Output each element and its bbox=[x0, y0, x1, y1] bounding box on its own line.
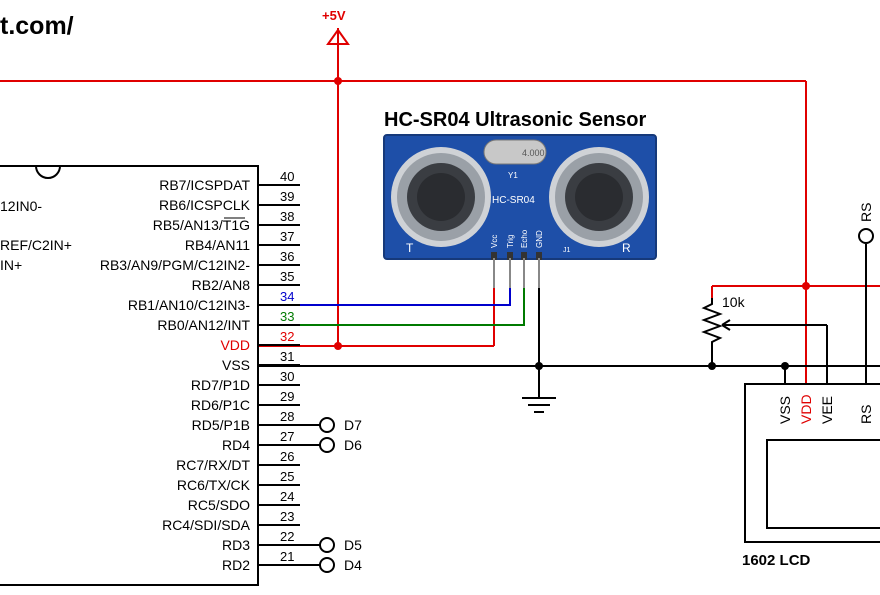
pot-label: 10k bbox=[722, 294, 746, 310]
mcu-pin-number: 29 bbox=[280, 389, 294, 404]
mcu-pin-name: RB2/AN8 bbox=[192, 277, 251, 293]
terminal-circle bbox=[319, 537, 335, 553]
terminal-label: D5 bbox=[344, 537, 362, 553]
ground-symbol-icon bbox=[522, 397, 556, 413]
mcu-pin-name: RB1/AN10/C12IN3- bbox=[128, 297, 251, 313]
mcu-pin-number: 39 bbox=[280, 189, 294, 204]
mcu-pin-number: 34 bbox=[280, 289, 294, 304]
terminal-label: D6 bbox=[344, 437, 362, 453]
terminal-circle bbox=[319, 417, 335, 433]
mcu-pin-name: RC7/RX/DT bbox=[176, 457, 250, 473]
svg-text:HC-SR04: HC-SR04 bbox=[492, 195, 535, 206]
mcu-notch bbox=[35, 165, 61, 179]
terminal-circle bbox=[319, 437, 335, 453]
lcd-pin-label: RS bbox=[858, 405, 874, 424]
mcu-pin-number: 33 bbox=[280, 309, 294, 324]
mcu-pin-name: RD5/P1B bbox=[192, 417, 250, 433]
mcu-pin-number: 26 bbox=[280, 449, 294, 464]
mcu-pin-number: 31 bbox=[280, 349, 294, 364]
echo-wire bbox=[258, 258, 525, 326]
sensor-title: HC-SR04 Ultrasonic Sensor bbox=[384, 109, 647, 131]
terminal-circle bbox=[319, 557, 335, 573]
pot-wiper-icon bbox=[721, 319, 736, 331]
mcu-pin-name: RB3/AN9/PGM/C12IN2- bbox=[100, 257, 250, 273]
site-title: t.com/ bbox=[0, 12, 74, 40]
mcu-left-label: 12IN0- bbox=[0, 198, 42, 214]
mcu-pin-name: RD6/P1C bbox=[191, 397, 250, 413]
mcu-pin-number: 21 bbox=[280, 549, 294, 564]
mcu-pin-name: RD3 bbox=[222, 537, 250, 553]
mcu-body bbox=[0, 165, 259, 586]
lcd-title: 1602 LCD bbox=[742, 552, 811, 569]
mcu-pin-name: RD2 bbox=[222, 557, 250, 573]
mcu-pin-number: 25 bbox=[280, 469, 294, 484]
sensor-pin-label: Vcc bbox=[490, 235, 499, 248]
junction-dot bbox=[535, 362, 543, 370]
mcu-pin-number: 35 bbox=[280, 269, 294, 284]
transducer-right bbox=[549, 147, 649, 247]
hc-sr04-module: 4.000 Y1 HC-SR04 T R J1 Vcc Trig Echo GND bbox=[383, 134, 657, 260]
transducer-left bbox=[391, 147, 491, 247]
svg-text:R: R bbox=[622, 241, 631, 255]
mcu-pin-name: RB7/ICSPDAT bbox=[159, 177, 250, 193]
mcu-pin-number: 36 bbox=[280, 249, 294, 264]
lcd-screen bbox=[766, 439, 880, 529]
mcu-pin-name: RB4/AN11 bbox=[185, 237, 250, 253]
terminal-label: D7 bbox=[344, 417, 362, 433]
mcu-pin-number: 32 bbox=[280, 329, 294, 344]
junction-dot bbox=[802, 282, 810, 290]
mcu-pin-number: 27 bbox=[280, 429, 294, 444]
mcu-pin-name: RC4/SDI/SDA bbox=[162, 517, 251, 533]
mcu-pin-number: 30 bbox=[280, 369, 294, 384]
mcu-pin-number: 23 bbox=[280, 509, 294, 524]
lcd-pin-label: VEE bbox=[819, 396, 835, 424]
mcu-pin-number: 22 bbox=[280, 529, 294, 544]
mcu-pin-number: 37 bbox=[280, 229, 294, 244]
svg-text:Y1: Y1 bbox=[508, 171, 518, 180]
ground-wires bbox=[258, 244, 880, 398]
svg-text:J1: J1 bbox=[563, 247, 571, 254]
mcu-left-label: IN+ bbox=[0, 257, 22, 273]
mcu-pin-name: RC5/SDO bbox=[188, 497, 250, 513]
mcu-pin-name: RD4 bbox=[222, 437, 250, 453]
sensor-pin-label: Trig bbox=[506, 235, 515, 248]
mcu-pin-name: RC6/TX/CK bbox=[177, 477, 251, 493]
sensor-pin-label: GND bbox=[535, 230, 544, 248]
terminal-label: D4 bbox=[344, 557, 362, 573]
mcu-pin-name: RD7/P1D bbox=[191, 377, 250, 393]
mcu-pin-name: VSS bbox=[222, 357, 250, 373]
mcu-pin-name: RB5/AN13/T1G bbox=[153, 217, 250, 233]
rs-terminal bbox=[858, 228, 874, 244]
junction-dot bbox=[334, 342, 342, 350]
lcd-pin-label: VSS bbox=[777, 396, 793, 424]
lcd-pins: VSS VDD VEE RS bbox=[777, 394, 874, 424]
svg-text:4.000: 4.000 bbox=[522, 148, 545, 158]
junction-dot bbox=[781, 362, 789, 370]
mcu-pin-number: 38 bbox=[280, 209, 294, 224]
mcu-pin-number: 40 bbox=[280, 169, 294, 184]
lcd-pin-label: VDD bbox=[798, 394, 814, 424]
mcu-pin-number: 24 bbox=[280, 489, 294, 504]
sensor-header-pins bbox=[493, 258, 540, 288]
mcu-pin-name: RB0/AN12/INT bbox=[157, 317, 250, 333]
sensor-pin-label: Echo bbox=[520, 229, 529, 248]
junction-dot bbox=[334, 77, 342, 85]
mcu-pin-name: RB6/ICSPCLK bbox=[159, 197, 251, 213]
mcu-pin-name: VDD bbox=[220, 337, 250, 353]
mcu-left-label: REF/C2IN+ bbox=[0, 237, 72, 253]
supply-label: +5V bbox=[322, 8, 346, 23]
mcu-pin-number: 28 bbox=[280, 409, 294, 424]
svg-text:T: T bbox=[406, 241, 414, 255]
rs-terminal-label: RS bbox=[858, 203, 874, 222]
supply-arrow-icon bbox=[326, 28, 350, 45]
junction-dot bbox=[708, 362, 716, 370]
potentiometer-icon bbox=[701, 298, 723, 352]
